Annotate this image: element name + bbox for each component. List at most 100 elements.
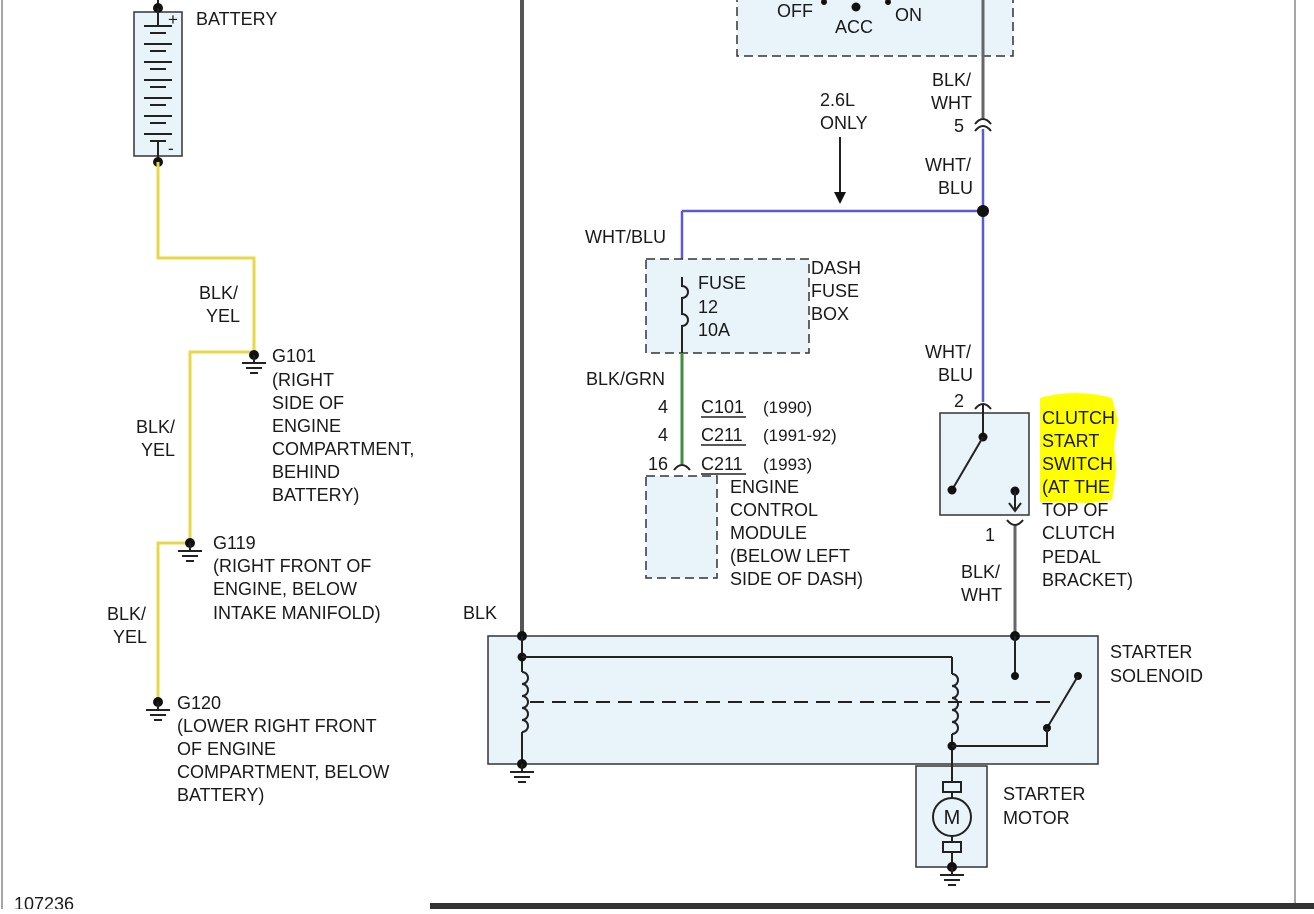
clutch-start-switch: [939, 404, 1030, 516]
svg-text:BEHIND: BEHIND: [272, 462, 340, 482]
engine-control-module: ENGINE CONTROL MODULE (BELOW LEFT SIDE O…: [645, 475, 863, 589]
svg-text:ACC: ACC: [835, 17, 873, 37]
svg-text:(LOWER RIGHT FRONT: (LOWER RIGHT FRONT: [177, 716, 377, 736]
svg-text:SIDE OF: SIDE OF: [272, 393, 344, 413]
wire-label: WHT/: [925, 155, 971, 175]
svg-text:(RIGHT FRONT OF: (RIGHT FRONT OF: [213, 556, 371, 576]
wire-label: WHT/BLU: [585, 227, 666, 247]
g119-label: G119 (RIGHT FRONT OF ENGINE, BELOW INTAK…: [213, 533, 381, 623]
svg-text:OFF: OFF: [777, 1, 813, 21]
battery-label: BATTERY: [196, 9, 277, 29]
g120-label: G120 (LOWER RIGHT FRONT OF ENGINE COMPAR…: [177, 693, 389, 805]
svg-text:(1991-92): (1991-92): [763, 426, 837, 445]
connector-pin: 5: [954, 116, 964, 136]
svg-text:4: 4: [658, 425, 668, 445]
svg-text:MODULE: MODULE: [730, 523, 807, 543]
wire-label: BLK: [463, 603, 497, 623]
svg-text:ENGINE: ENGINE: [730, 477, 799, 497]
svg-text:OF ENGINE: OF ENGINE: [177, 739, 276, 759]
svg-text:(BELOW LEFT: (BELOW LEFT: [730, 546, 850, 566]
svg-text:ON: ON: [895, 5, 922, 25]
svg-text:G120: G120: [177, 693, 221, 713]
ground-icon: [510, 759, 534, 783]
svg-text:BATTERY): BATTERY): [272, 485, 359, 505]
connector-pin: 1: [985, 525, 995, 545]
highlight-marker: [1040, 393, 1118, 503]
bottom-bar: [430, 903, 1314, 909]
svg-text:C101: C101: [701, 397, 744, 417]
connector-pin: 2: [954, 391, 964, 411]
svg-text:C211: C211: [701, 425, 743, 445]
svg-text:PEDAL: PEDAL: [1042, 547, 1101, 567]
svg-text:FUSE: FUSE: [698, 273, 746, 293]
svg-text:SIDE OF DASH): SIDE OF DASH): [730, 569, 863, 589]
connector-icon: [974, 118, 992, 132]
wire-label: BLU: [938, 178, 973, 198]
solenoid-label: SOLENOID: [1110, 666, 1203, 686]
ground-g101-icon: [242, 350, 266, 374]
connector-icon: [1006, 519, 1024, 526]
svg-text:12: 12: [698, 297, 718, 317]
svg-text:INTAKE MANIFOLD): INTAKE MANIFOLD): [213, 603, 381, 623]
svg-text:(RIGHT: (RIGHT: [272, 370, 334, 390]
wire-label: WHT: [931, 93, 972, 113]
svg-text:16: 16: [648, 454, 668, 474]
wire-label: YEL: [113, 627, 147, 647]
svg-text:4: 4: [658, 397, 668, 417]
wire-label: BLK/: [107, 604, 146, 624]
svg-text:ENGINE: ENGINE: [272, 416, 341, 436]
svg-text:(1990): (1990): [763, 398, 812, 417]
svg-text:CLUTCH: CLUTCH: [1042, 408, 1115, 428]
ground-g120-icon: [146, 697, 170, 721]
svg-text:G119: G119: [213, 533, 256, 553]
wire-label: BLK/: [932, 70, 971, 90]
motor-label: MOTOR: [1003, 808, 1070, 828]
wire-label: BLK/: [961, 562, 1000, 582]
motor-symbol: M: [944, 807, 961, 829]
svg-text:C211: C211: [701, 454, 743, 474]
g101-label: G101 (RIGHT SIDE OF ENGINE COMPARTMENT, …: [272, 346, 414, 505]
svg-text:TOP OF: TOP OF: [1042, 500, 1108, 520]
connector-icon: [673, 464, 691, 471]
starter-solenoid: [487, 631, 1099, 766]
starter-motor: M: [915, 765, 988, 868]
blk-yel-wires: [156, 162, 256, 700]
dash-fuse-box: FUSE 12 10A DASH FUSE BOX: [645, 258, 861, 355]
wire-label: BLK/: [199, 283, 238, 303]
note-label: 2.6L: [820, 90, 855, 110]
wire-label: BLK/: [136, 417, 175, 437]
svg-text:CONTROL: CONTROL: [730, 500, 818, 520]
diagram-id: 107236: [14, 894, 74, 909]
svg-text:DASH: DASH: [811, 258, 861, 278]
svg-text:(1993): (1993): [763, 455, 812, 474]
svg-text:(AT THE: (AT THE: [1042, 477, 1110, 497]
note-label: ONLY: [820, 113, 868, 133]
solenoid-label: STARTER: [1110, 642, 1192, 662]
svg-text:SWITCH: SWITCH: [1042, 454, 1113, 474]
svg-text:BRACKET): BRACKET): [1042, 570, 1133, 590]
svg-text:BATTERY): BATTERY): [177, 785, 264, 805]
ground-icon: [940, 862, 964, 886]
connector-list: 4 C101 (1990) 4 C211 (1991-92) 16 C211 (…: [648, 397, 837, 475]
wire-label: WHT/: [925, 342, 971, 362]
svg-text:FUSE: FUSE: [811, 281, 859, 301]
svg-text:COMPARTMENT, BELOW: COMPARTMENT, BELOW: [177, 762, 389, 782]
arrow-down-icon: [834, 137, 846, 204]
svg-text:BOX: BOX: [811, 304, 849, 324]
ignition-switch: OFF ACC ON: [736, 0, 1014, 57]
motor-label: STARTER: [1003, 784, 1085, 804]
svg-text:CLUTCH: CLUTCH: [1042, 523, 1115, 543]
wire-label: WHT: [961, 585, 1002, 605]
battery-minus: -: [168, 139, 174, 158]
wire-label: BLK/GRN: [586, 369, 665, 389]
battery-box: [133, 11, 183, 157]
wire-label: YEL: [141, 440, 175, 460]
wire-label: YEL: [206, 306, 240, 326]
ground-g119-icon: [178, 538, 202, 562]
battery: + - BATTERY: [133, 0, 277, 167]
svg-text:START: START: [1042, 431, 1099, 451]
clutch-switch-label: CLUTCH START SWITCH (AT THE TOP OF CLUTC…: [1042, 408, 1133, 590]
svg-text:10A: 10A: [698, 320, 730, 340]
